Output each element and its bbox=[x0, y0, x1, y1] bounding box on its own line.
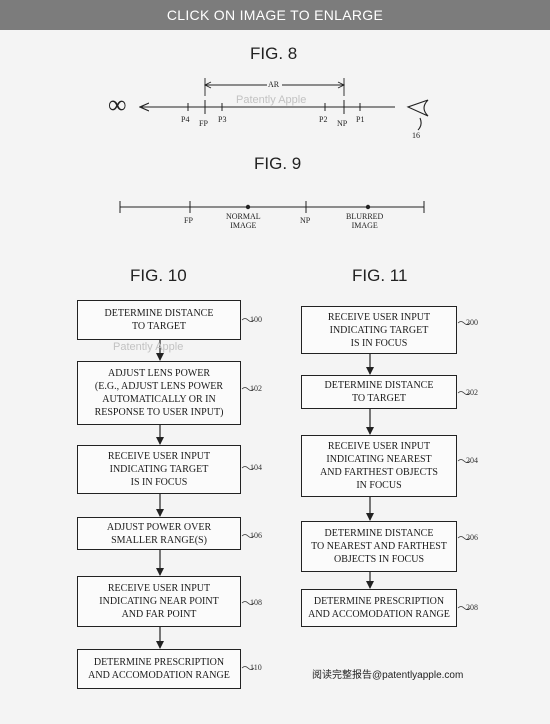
fig11-step-208: DETERMINE PRESCRIPTION AND ACCOMODATION … bbox=[301, 589, 457, 627]
point-p2-label: P2 bbox=[319, 115, 328, 124]
fig10-title: FIG. 10 bbox=[130, 266, 187, 285]
point-p4-label: P4 bbox=[181, 115, 190, 124]
enlarge-banner[interactable]: CLICK ON IMAGE TO ENLARGE bbox=[0, 0, 550, 30]
infinity-symbol: ∞ bbox=[108, 90, 127, 119]
far-point-label: FP bbox=[199, 119, 208, 128]
fig11-step-200: RECEIVE USER INPUT INDICATING TARGET IS … bbox=[301, 306, 457, 354]
fig10-step-102: ADJUST LENS POWER (E.G., ADJUST LENS POW… bbox=[77, 361, 241, 425]
fig11-step-206: DETERMINE DISTANCE TO NEAREST AND FARTHE… bbox=[301, 521, 457, 572]
eye-symbol bbox=[406, 99, 429, 131]
fig11-title: FIG. 11 bbox=[352, 266, 408, 285]
patent-figure-sheet: FIG. 8 ∞ AR Patently Apple P4 FP P3 P2 N… bbox=[0, 30, 550, 724]
normal-image-label: NORMAL IMAGE bbox=[226, 212, 261, 230]
ref-110: 110 bbox=[250, 663, 262, 672]
near-point-label: NP bbox=[337, 119, 348, 128]
fig9-axis bbox=[119, 201, 425, 213]
fig9-title: FIG. 9 bbox=[254, 154, 302, 173]
fig8-title: FIG. 8 bbox=[250, 44, 298, 63]
source-link[interactable]: 阅读完整报告@patentlyapple.com bbox=[312, 670, 464, 681]
watermark: Patently Apple bbox=[113, 341, 184, 353]
ref-106: 106 bbox=[250, 531, 262, 540]
fig9-far-point-label: FP bbox=[184, 216, 193, 225]
ref-102: 102 bbox=[250, 384, 262, 393]
normal-image-marker bbox=[245, 204, 251, 210]
ref-leaders bbox=[241, 318, 471, 670]
ref-204: 204 bbox=[466, 456, 478, 465]
accommodation-range-label: AR bbox=[268, 80, 280, 89]
blurred-image-label: BLURRED IMAGE bbox=[346, 212, 384, 230]
point-p1-label: P1 bbox=[356, 115, 365, 124]
fig11-step-202: DETERMINE DISTANCE TO TARGET bbox=[301, 375, 457, 409]
diagram-lines bbox=[119, 78, 471, 670]
ref-104: 104 bbox=[250, 463, 262, 472]
fig8-axis bbox=[140, 78, 395, 114]
fig10-step-106: ADJUST POWER OVER SMALLER RANGE(S) bbox=[77, 517, 241, 550]
ref-202: 202 bbox=[466, 388, 478, 397]
point-p3-label: P3 bbox=[218, 115, 227, 124]
fig10-step-104: RECEIVE USER INPUT INDICATING TARGET IS … bbox=[77, 445, 241, 494]
ref-206: 206 bbox=[466, 533, 478, 542]
fig10-step-100: DETERMINE DISTANCE TO TARGET bbox=[77, 300, 241, 340]
fig11-step-204: RECEIVE USER INPUT INDICATING NEAREST AN… bbox=[301, 435, 457, 497]
fig10-step-108: RECEIVE USER INPUT INDICATING NEAR POINT… bbox=[77, 576, 241, 627]
ref-208: 208 bbox=[466, 603, 478, 612]
ref-200: 200 bbox=[466, 318, 478, 327]
watermark: Patently Apple bbox=[236, 94, 307, 106]
eye-ref-number: 16 bbox=[412, 131, 420, 140]
blurred-image-marker bbox=[365, 204, 371, 210]
ref-100: 100 bbox=[250, 315, 262, 324]
fig10-step-110: DETERMINE PRESCRIPTION AND ACCOMODATION … bbox=[77, 649, 241, 689]
fig9-near-point-label: NP bbox=[300, 216, 311, 225]
ref-108: 108 bbox=[250, 598, 262, 607]
